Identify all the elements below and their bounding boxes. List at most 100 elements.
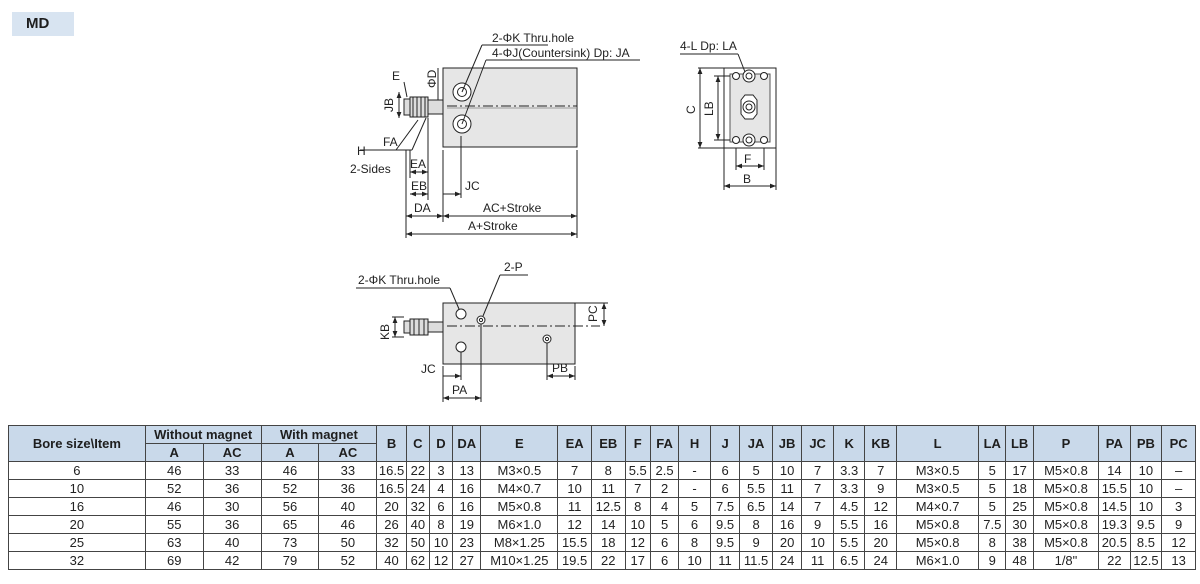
header-d: D — [428, 425, 454, 462]
label-h: H — [357, 144, 366, 158]
table-cell: 3.3 — [832, 461, 866, 480]
table-cell: 17 — [624, 551, 651, 570]
header-k: K — [832, 425, 866, 462]
table-cell: 13 — [452, 461, 482, 480]
label-pb: PB — [552, 361, 568, 375]
table-cell: 14 — [1098, 461, 1131, 480]
label-eb: EB — [411, 179, 427, 193]
table-cell: 5 — [739, 461, 773, 480]
table-cell: 46 — [318, 515, 378, 534]
table-cell: 5 — [978, 461, 1007, 480]
table-cell: 5.5 — [832, 515, 866, 534]
table-cell: 14 — [590, 515, 626, 534]
table-cell: 11 — [590, 479, 626, 498]
table-cell: 3 — [428, 461, 454, 480]
table-cell: 5 — [649, 515, 680, 534]
table-cell: 11 — [801, 551, 834, 570]
table-cell: 50 — [405, 533, 430, 552]
table-cell: 7 — [801, 461, 834, 480]
header-without-ac: AC — [202, 443, 262, 462]
table-cell: 20 — [864, 533, 898, 552]
table-cell: 9 — [864, 479, 898, 498]
label-lb: LB — [702, 101, 716, 116]
table-cell: 1/8" — [1032, 551, 1100, 570]
table-cell: 7 — [801, 497, 834, 516]
table-cell: 56 — [260, 497, 320, 516]
table-cell: 24 — [405, 479, 430, 498]
table-cell: 46 — [144, 461, 204, 480]
table-cell: 6 — [709, 461, 741, 480]
table-cell: 10 — [1129, 497, 1163, 516]
table-cell: 10 — [678, 551, 711, 570]
table-cell: 7 — [557, 461, 592, 480]
table-cell: 5.5 — [832, 533, 866, 552]
header-c: C — [405, 425, 430, 462]
table-cell: 3 — [1161, 497, 1196, 516]
table-cell: M5×0.8 — [480, 497, 559, 516]
header-bore-size: Bore size\Item — [8, 425, 146, 462]
bore-size-cell: 6 — [8, 461, 146, 480]
table-cell: M4×0.7 — [896, 497, 980, 516]
table-cell: 10 — [428, 533, 454, 552]
table-cell: 11 — [709, 551, 741, 570]
header-kb: KB — [864, 425, 898, 462]
label-2-sides: 2-Sides — [350, 162, 391, 176]
table-cell: 46 — [144, 497, 204, 516]
table-cell: M8×1.25 — [480, 533, 559, 552]
table-cell: 42 — [202, 551, 262, 570]
table-cell: 16 — [771, 515, 803, 534]
table-cell: 5.5 — [739, 479, 773, 498]
header-f: F — [624, 425, 651, 462]
table-cell: 19.5 — [557, 551, 592, 570]
label-jc: JC — [465, 179, 480, 193]
header-eb: EB — [590, 425, 626, 462]
table-cell: 8.5 — [1129, 533, 1163, 552]
table-cell: 12 — [864, 497, 898, 516]
table-cell: 22 — [405, 461, 430, 480]
label-c: C — [684, 105, 698, 114]
header-without-a: A — [144, 443, 204, 462]
table-cell: 79 — [260, 551, 320, 570]
table-cell: 30 — [202, 497, 262, 516]
table-cell: 69 — [144, 551, 204, 570]
table-cell: 14 — [771, 497, 803, 516]
table-cell: 9.5 — [709, 533, 741, 552]
table-cell: 16 — [864, 515, 898, 534]
label-f: F — [744, 152, 751, 166]
table-cell: 11 — [771, 479, 803, 498]
label-fa: FA — [383, 135, 398, 149]
table-cell: 14.5 — [1098, 497, 1131, 516]
table-cell: 5 — [978, 479, 1007, 498]
callout-l-depth: 4-L Dp: LA — [680, 39, 737, 53]
table-cell: 62 — [405, 551, 430, 570]
table-cell: 55 — [144, 515, 204, 534]
table-cell: 36 — [202, 515, 262, 534]
table-cell: - — [678, 461, 711, 480]
table-cell: M5×0.8 — [896, 515, 980, 534]
table-cell: 10 — [771, 461, 803, 480]
table-cell: 50 — [318, 533, 378, 552]
table-cell: 4 — [428, 479, 454, 498]
header-pc: PC — [1161, 425, 1196, 462]
table-cell: 22 — [590, 551, 626, 570]
table-cell: 22 — [1098, 551, 1131, 570]
callout-p-ports: 2-P — [504, 260, 523, 274]
table-cell: 10 — [1129, 461, 1163, 480]
table-cell: 19 — [452, 515, 482, 534]
bore-size-cell: 20 — [8, 515, 146, 534]
bore-size-cell: 32 — [8, 551, 146, 570]
table-cell: 6.5 — [739, 497, 773, 516]
header-ja: JA — [739, 425, 773, 462]
model-tag: MD — [12, 12, 74, 36]
table-cell: 18 — [590, 533, 626, 552]
label-e: E — [392, 69, 400, 83]
table-cell: 6 — [428, 497, 454, 516]
table-cell: 12 — [428, 551, 454, 570]
table-cell: 24 — [771, 551, 803, 570]
table-cell: 3.3 — [832, 479, 866, 498]
table-cell: M5×0.8 — [1032, 497, 1100, 516]
